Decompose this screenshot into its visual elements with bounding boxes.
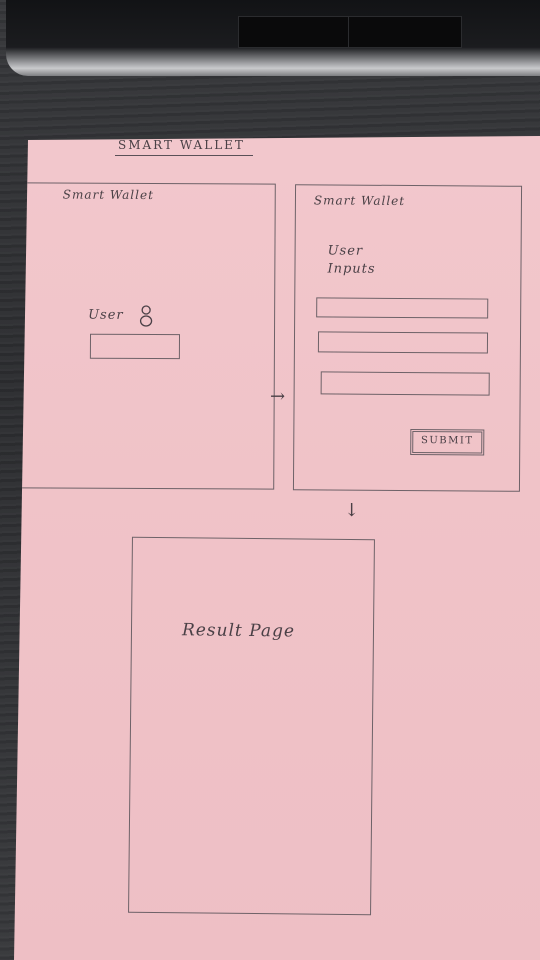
laptop-key [238, 16, 350, 48]
user-input-box[interactable] [89, 333, 181, 360]
heading-underline [115, 155, 253, 156]
inputs-label-line2: Inputs [327, 261, 376, 277]
laptop-edge [6, 0, 540, 76]
input-field-2[interactable] [317, 331, 489, 354]
login-screen-frame: Smart Wallet User [20, 182, 276, 490]
login-screen-title: Smart Wallet [62, 187, 154, 203]
inputs-label-line1: User [327, 243, 364, 259]
person-icon [139, 305, 153, 327]
inputs-screen-frame: Smart Wallet User Inputs SUBMIT [292, 184, 523, 492]
down-arrow: ↓ [344, 500, 360, 521]
inputs-screen-title: Smart Wallet [313, 193, 406, 208]
result-screen-frame: Result Page [128, 536, 375, 916]
result-page-title: Result Page [181, 620, 296, 642]
sheet-heading: SMART WALLET [118, 138, 245, 152]
laptop-key [348, 16, 462, 48]
user-label: User [88, 307, 124, 323]
right-arrow: → [270, 386, 286, 407]
input-field-1[interactable] [316, 297, 489, 319]
submit-button[interactable]: SUBMIT [410, 428, 485, 456]
input-field-3[interactable] [320, 371, 490, 396]
